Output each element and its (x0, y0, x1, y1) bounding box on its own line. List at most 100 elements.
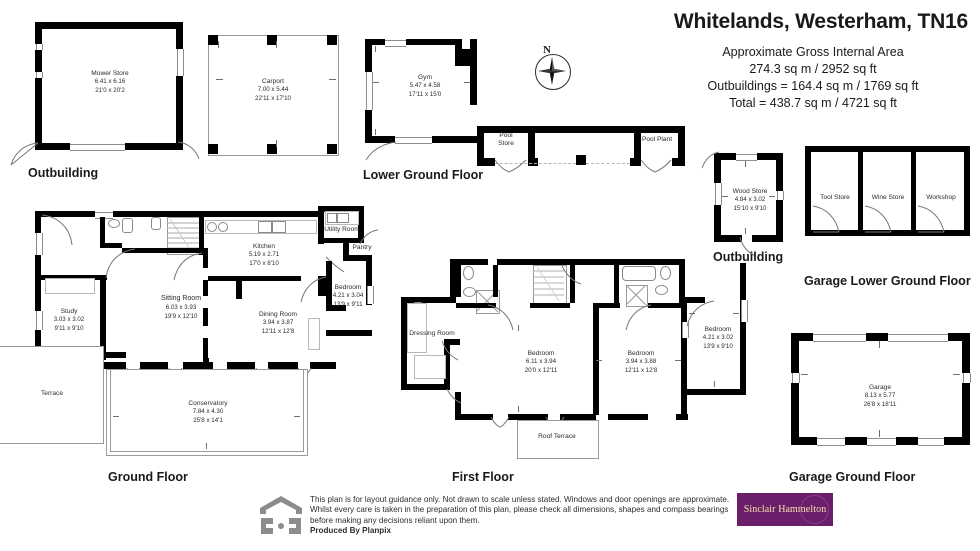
window (741, 300, 748, 322)
wall (455, 392, 461, 420)
agent-logo-emblem (800, 495, 829, 524)
room-name: Roof Terrace (538, 433, 576, 440)
room-imperial: 20'0 x 12'11 (524, 366, 558, 374)
wall (962, 333, 970, 373)
wall (648, 303, 686, 308)
label-first-floor: First Floor (452, 470, 514, 484)
wall (964, 146, 970, 236)
basin-icon (463, 287, 476, 297)
wall (35, 78, 42, 150)
wall (896, 437, 918, 445)
room-name-line1: Pool (499, 132, 513, 139)
appliance-icon (337, 213, 349, 223)
room-metric: 3.03 x 3.02 (53, 316, 85, 324)
room-name: Carport (262, 78, 284, 85)
post (327, 35, 337, 45)
wall (598, 303, 620, 308)
staircase (533, 265, 567, 305)
door-swing (625, 304, 652, 331)
post (267, 144, 277, 154)
area-heading: Approximate Gross Internal Area (722, 45, 904, 59)
room-sitting-room: Sitting Room 6.03 x 3.93 19'9 x 12'10 (123, 294, 239, 321)
wall (41, 275, 107, 280)
wall (791, 333, 813, 341)
wall (570, 265, 575, 303)
compass-rose-icon: N (531, 44, 575, 90)
post (208, 144, 218, 154)
room-name: Bedroom (334, 284, 362, 291)
wall (477, 126, 685, 133)
room-name: Terrace (41, 390, 63, 397)
wall (944, 437, 970, 445)
sink-icon (327, 213, 337, 223)
wall (450, 259, 488, 265)
wall (326, 330, 372, 336)
wall (35, 255, 41, 311)
wall (176, 76, 183, 150)
wall (608, 414, 648, 420)
wall (740, 263, 746, 395)
room-metric: 3.94 x 3.88 (625, 358, 657, 366)
wall (483, 158, 495, 166)
disclaimer-body: This plan is for layout guidance only. N… (310, 495, 730, 525)
door-swing (494, 159, 527, 173)
wall (100, 275, 106, 360)
room-bedroom-three: Bedroom 4.21 x 3.02 13'9 x 9'10 (690, 326, 746, 351)
room-name: Mower Store (91, 70, 129, 77)
room-imperial: 17'0 x 8'10 (249, 259, 279, 267)
wall (672, 158, 685, 166)
wall (791, 383, 799, 445)
wall (203, 308, 208, 326)
wall (203, 248, 208, 268)
wall (113, 211, 203, 217)
room-metric: 6.41 x 6.16 (94, 78, 126, 86)
room-metric: 4.84 x 3.02 (734, 196, 766, 204)
window (963, 373, 971, 383)
room-utility-room: Utility Room (320, 226, 364, 234)
room-metric: 5.19 x 2.71 (248, 251, 280, 259)
wall (776, 153, 783, 191)
wall (714, 153, 721, 183)
wall (100, 362, 126, 369)
door-swing (105, 248, 136, 279)
wall (805, 146, 970, 152)
wall (236, 281, 242, 299)
room-bedroom-main: Bedroom 6.11 x 3.94 20'0 x 12'11 (500, 350, 582, 375)
compass-north-label: N (543, 44, 551, 56)
wall (176, 22, 183, 49)
room-pantry: Pantry (346, 244, 378, 252)
shower-icon (626, 285, 647, 306)
window (36, 311, 43, 330)
wall (456, 265, 461, 297)
room-name: Wood Store (732, 188, 768, 195)
door-swing (300, 276, 327, 303)
pillar (576, 155, 586, 165)
door-swing (686, 300, 715, 327)
hob-icon (272, 221, 286, 233)
room-mower-store: Mower Store 6.41 x 6.16 21'0 x 20'2 (58, 70, 162, 95)
wall (358, 206, 364, 240)
wall (845, 437, 867, 445)
wall (470, 39, 477, 105)
sink-icon (218, 222, 228, 232)
wall (962, 383, 970, 445)
wall (104, 352, 126, 358)
room-imperial: 9'11 x 9'10 (54, 324, 84, 332)
wall (365, 39, 372, 72)
roof-terrace-outline (517, 420, 599, 459)
wall (948, 333, 970, 341)
door-swing (359, 229, 379, 245)
label-garage-ground: Garage Ground Floor (789, 470, 916, 484)
planpix-logo-icon (258, 492, 304, 538)
window (888, 334, 948, 342)
agent-logo: Sinclair Hammelton (737, 493, 833, 526)
window (36, 44, 43, 50)
wall (318, 206, 324, 244)
window (385, 40, 406, 47)
terrace-outline (0, 346, 104, 444)
wall (365, 110, 372, 143)
window (395, 137, 432, 144)
wall (35, 211, 95, 217)
wall (714, 205, 721, 242)
fitted-unit (308, 318, 320, 350)
